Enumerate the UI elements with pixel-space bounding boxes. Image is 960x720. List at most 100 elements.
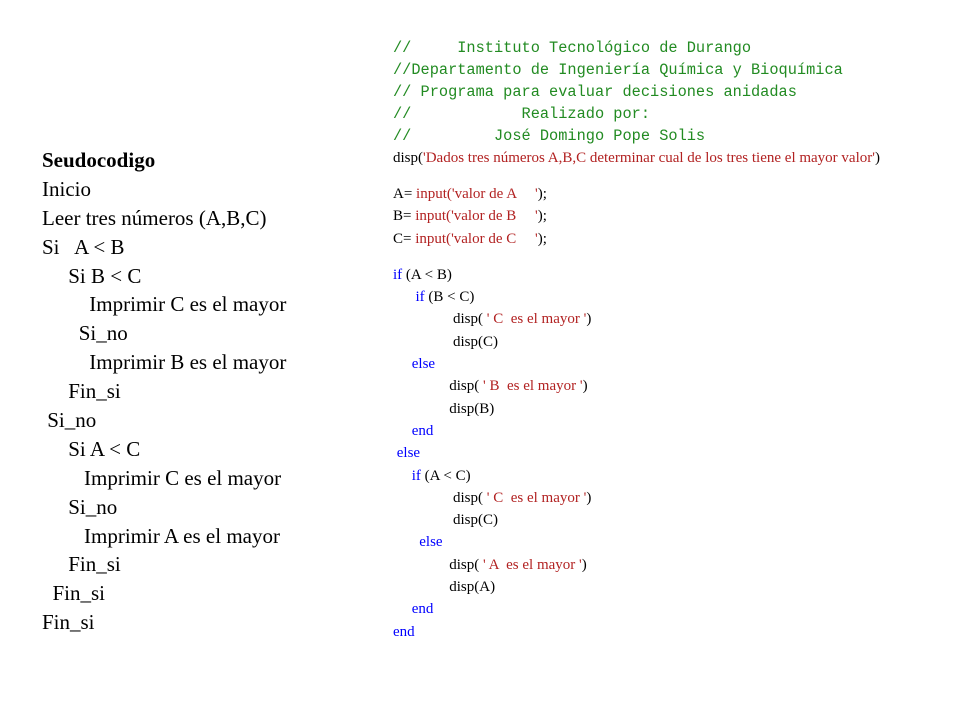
code-line: disp(B) [393,398,913,420]
code-comment: // Instituto Tecnológico de Durango [393,39,752,57]
string-literal: ' A es el mayor ' [479,556,582,573]
condition: (B < C) [424,289,475,306]
code-line: else [393,353,913,375]
pseudocode-line: Si_no [42,408,97,433]
pseudocode-line: Fin_si [42,581,106,606]
code-line: end [393,420,913,442]
pseudocode-title: Seudocodigo [42,148,156,172]
code-comment: // Programa para evaluar decisiones anid… [393,83,797,101]
assign-lhs: B= [393,208,416,225]
pseudocode-line: Si A < C [42,436,141,461]
close-paren: ) [581,556,587,573]
code-line: disp(C) [393,331,913,353]
disp-call: disp(B) [449,400,495,417]
code-line: if (A < C) [393,465,913,487]
spacer [393,169,913,183]
code-line: disp( ' A es el mayor ') [393,554,913,576]
close-paren: ); [537,230,547,247]
close-paren: ) [874,150,880,166]
input-line: B= input('valor de B '); [393,205,913,227]
disp-call: disp( [449,556,480,573]
close-paren: ) [582,378,588,395]
indent [393,601,412,617]
indent [393,378,449,394]
disp-call: disp( [393,150,423,166]
indent [393,557,449,573]
pseudocode-line: Inicio [42,176,91,201]
input-prompt: 'valor de B ' [451,208,538,225]
spacer [393,250,913,264]
input-line: A= input('valor de A '); [393,183,913,205]
code-comment: //Departamento de Ingeniería Química y B… [393,61,843,79]
pseudocode-line: Si_no [42,494,118,519]
keyword: if [393,266,403,283]
code-line: if (A < B) [393,264,913,286]
code-comment: // Realizado por: [393,105,651,123]
code-comment: // José Domingo Pope Solis [393,127,706,145]
input-call: input( [415,208,452,225]
pseudocode-line: Leer tres números (A,B,C) [42,205,267,230]
keyword: else [396,445,421,462]
code-line: disp( ' C es el mayor ') [393,487,913,509]
assign-lhs: A= [393,186,417,202]
pseudocode-line: Si A < B [42,234,125,259]
string-literal: ' C es el mayor ' [483,489,587,506]
indent [393,356,412,372]
keyword: end [411,601,434,618]
intro-string: 'Dados tres números A,B,C determinar cua… [423,150,875,166]
code-line: else [393,442,913,464]
close-paren: ); [537,208,547,225]
code-line: disp( ' C es el mayor ') [393,308,913,330]
matlab-code-block: // Instituto Tecnológico de Durango //De… [393,37,913,643]
indent [393,579,449,595]
indent [393,490,453,506]
condition: (A < B) [402,266,452,283]
assign-lhs: C= [393,230,416,247]
condition: (A < C) [420,467,471,484]
close-paren: ) [586,489,592,506]
pseudocode-line: Fin_si [42,610,95,635]
code-line: disp( ' B es el mayor ') [393,375,913,397]
disp-call: disp( [453,311,483,328]
pseudocode-line: Si B < C [42,263,142,288]
disp-call: disp(C) [453,333,498,350]
indent [393,512,453,528]
code-line: disp(A) [393,576,913,598]
input-line: C= input('valor de C '); [393,228,913,250]
keyword: else [411,356,436,373]
pseudocode-line: Imprimir C es el mayor [42,465,282,490]
keyword: if [411,467,421,484]
indent [393,468,412,484]
string-literal: ' B es el mayor ' [479,378,583,395]
indent [393,401,449,417]
input-prompt: 'valor de A ' [451,186,538,202]
input-call: input( [416,186,452,202]
indent [393,311,453,327]
keyword: end [411,422,434,439]
code-line: else [393,531,913,553]
disp-call: disp( [449,378,480,395]
pseudocode-block: Seudocodigo Inicio Leer tres números (A,… [42,146,286,637]
indent [393,289,416,305]
code-line: end [393,598,913,620]
code-line: disp(C) [393,509,913,531]
input-prompt: 'valor de C ' [451,230,538,247]
close-paren: ); [537,186,547,202]
code-line: end [393,621,913,643]
keyword: if [415,289,425,306]
pseudocode-line: Imprimir C es el mayor [42,292,287,317]
pseudocode-line: Fin_si [42,379,121,404]
disp-call: disp( [453,489,483,506]
code-body: if (A < B) if (B < C) disp( ' C es el ma… [393,264,913,643]
indent [393,423,412,439]
disp-call: disp(C) [453,512,498,529]
string-literal: ' C es el mayor ' [483,311,587,328]
keyword: else [419,534,443,551]
code-line: if (B < C) [393,286,913,308]
disp-intro-line: disp('Dados tres números A,B,C determina… [393,147,913,169]
input-call: input( [415,230,452,247]
keyword: end [393,623,415,640]
pseudocode-line: Si_no [42,321,128,346]
indent [393,534,419,550]
indent [393,334,453,350]
